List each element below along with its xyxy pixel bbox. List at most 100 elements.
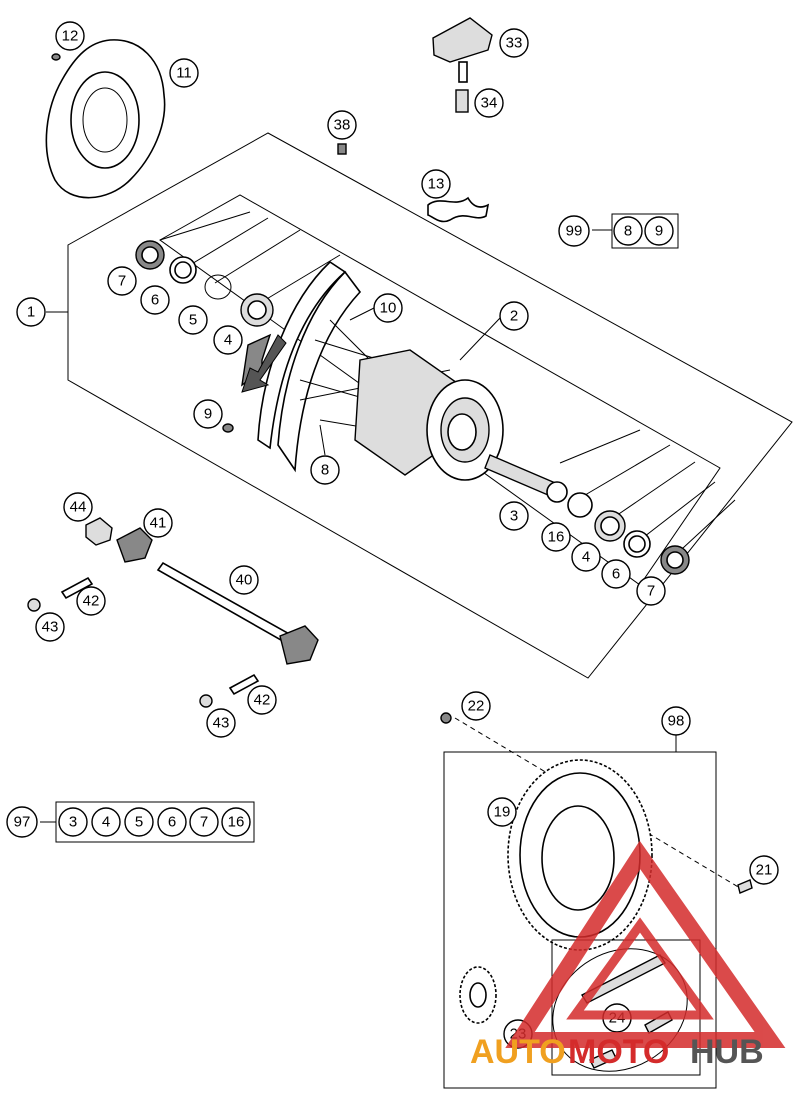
- callout-6-right: 6: [601, 559, 631, 589]
- callout-1: 1: [16, 297, 46, 327]
- bearing-right: [594, 510, 626, 542]
- callout-41: 41: [143, 508, 173, 538]
- svg-text:3: 3: [510, 508, 518, 525]
- callout-98: 98: [661, 706, 691, 736]
- spoke-nipple: [222, 423, 234, 433]
- wheel-hub: [354, 349, 504, 481]
- leader: [189, 217, 269, 266]
- leader: [459, 317, 501, 361]
- svg-text:7: 7: [118, 273, 126, 290]
- svg-text:2: 2: [510, 308, 518, 325]
- watermark-triangle-icon: [505, 840, 786, 1048]
- svg-text:12: 12: [62, 28, 79, 45]
- svg-text:21: 21: [756, 862, 773, 879]
- callout-21: 21: [749, 855, 779, 885]
- kit-97-item: 4: [91, 807, 121, 837]
- svg-text:10: 10: [380, 300, 397, 317]
- callout-10: 10: [373, 293, 403, 323]
- wheel-axle: [156, 561, 319, 665]
- svg-text:16: 16: [228, 814, 245, 831]
- kit-97-item: 7: [189, 807, 219, 837]
- svg-text:4: 4: [102, 814, 110, 831]
- svg-text:99: 99: [566, 223, 583, 240]
- leader: [639, 481, 716, 541]
- kit-97-item: 6: [157, 807, 187, 837]
- watermark-text-moto: MOTO: [568, 1033, 669, 1071]
- shaft-seal-right: [660, 545, 690, 575]
- svg-text:38: 38: [334, 117, 351, 134]
- svg-text:6: 6: [168, 814, 176, 831]
- axle-nut: [85, 517, 113, 546]
- callout-6-left: 6: [140, 285, 170, 315]
- sprocket-nut: [440, 712, 452, 724]
- leader: [214, 229, 301, 284]
- leader: [559, 429, 641, 464]
- axle-clamp: [116, 527, 153, 563]
- svg-text:42: 42: [254, 692, 271, 709]
- circlip: [204, 274, 232, 300]
- rotation-arrow: [241, 334, 287, 393]
- svg-text:4: 4: [224, 332, 232, 349]
- svg-text:19: 19: [494, 804, 511, 821]
- callout-9: 9: [193, 399, 223, 429]
- distance-ring: [567, 492, 593, 518]
- callout-11: 11: [169, 58, 199, 88]
- svg-text:40: 40: [236, 572, 253, 589]
- callout-8: 8: [310, 455, 340, 485]
- callout-7-left: 7: [107, 266, 137, 296]
- tool-sleeve: [455, 89, 469, 113]
- kit-99-item: 8: [613, 216, 643, 246]
- callout-3: 3: [499, 501, 529, 531]
- leader: [609, 461, 696, 521]
- callout-44: 44: [63, 492, 93, 522]
- chain-adjuster-bolt-right: [228, 673, 260, 696]
- callout-38: 38: [327, 110, 357, 140]
- callout-2: 2: [499, 301, 529, 331]
- callout-43-left: 43: [35, 612, 65, 642]
- rear-sprocket: [507, 759, 653, 951]
- svg-text:43: 43: [42, 619, 59, 636]
- svg-text:41: 41: [150, 515, 167, 532]
- svg-text:13: 13: [428, 176, 445, 193]
- leader: [579, 444, 671, 499]
- svg-text:98: 98: [668, 713, 685, 730]
- svg-text:42: 42: [83, 593, 100, 610]
- svg-text:5: 5: [135, 814, 143, 831]
- callout-40: 40: [229, 565, 259, 595]
- svg-text:97: 97: [14, 814, 31, 831]
- kit-99-box: [611, 213, 679, 249]
- svg-text:7: 7: [200, 814, 208, 831]
- kit-97-item: 3: [58, 807, 88, 837]
- callout-34: 34: [474, 88, 504, 118]
- leader: [349, 307, 375, 321]
- kit-97-item: 5: [124, 807, 154, 837]
- kit-99-item: 9: [644, 216, 674, 246]
- callout-13: 13: [421, 169, 451, 199]
- kit-97-label: 97: [6, 806, 38, 838]
- svg-text:16: 16: [548, 529, 565, 546]
- svg-text:34: 34: [481, 95, 498, 112]
- wheel-spacer-tool: [432, 17, 493, 83]
- leader: [159, 211, 251, 241]
- svg-text:4: 4: [582, 549, 590, 566]
- svg-text:8: 8: [624, 223, 632, 240]
- kit-97-item: 16: [221, 807, 251, 837]
- leader: [319, 424, 326, 456]
- rim-tape: [427, 196, 490, 223]
- svg-text:6: 6: [151, 292, 159, 309]
- kit-97-box: [55, 801, 255, 843]
- watermark-text-auto: AUTO: [470, 1033, 566, 1071]
- adjuster-nut-left: [27, 598, 41, 612]
- callout-42-left: 42: [76, 586, 106, 616]
- callout-22: 22: [461, 691, 491, 721]
- svg-text:33: 33: [506, 35, 523, 52]
- kit-99-label: 99: [558, 215, 590, 247]
- leader: [254, 254, 341, 307]
- spacer-ring-right: [623, 530, 651, 558]
- svg-text:44: 44: [70, 499, 87, 516]
- callout-4-right: 4: [571, 542, 601, 572]
- shaft-seal-left: [135, 240, 165, 270]
- svg-text:11: 11: [176, 65, 192, 82]
